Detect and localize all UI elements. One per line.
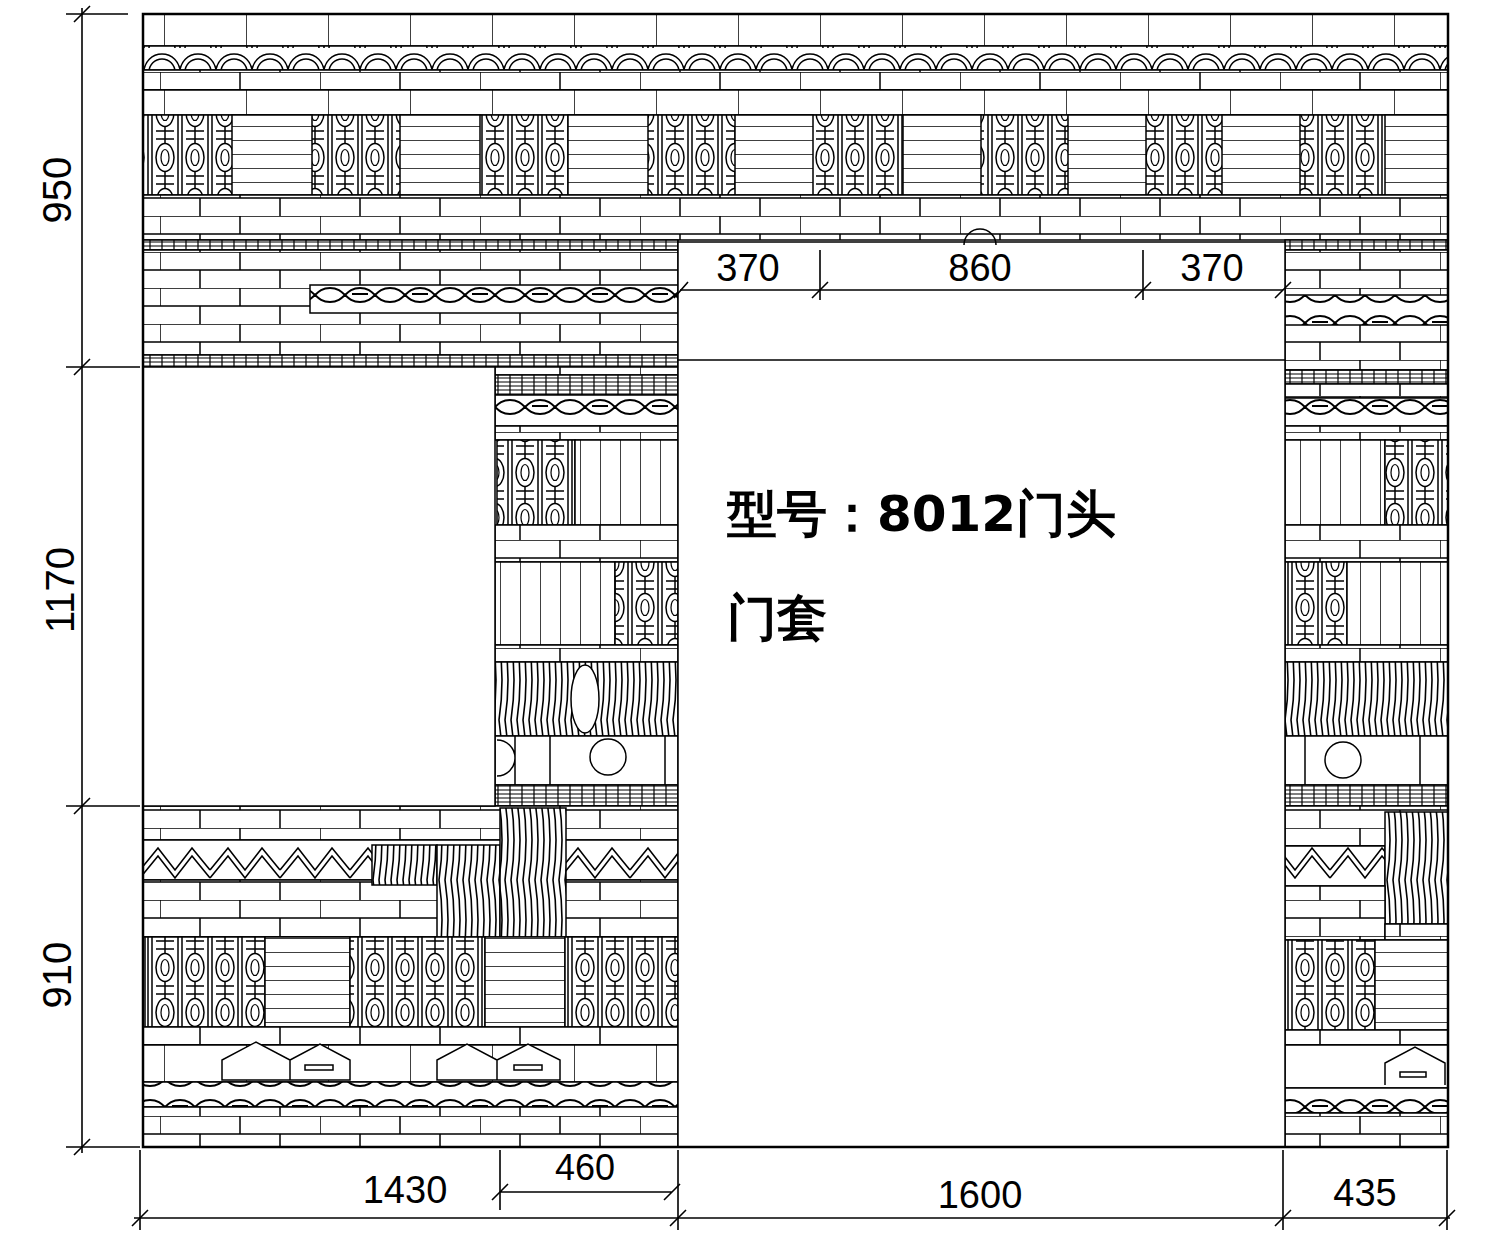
dimension-label: 460 [552,1150,618,1186]
brick-ornament [143,14,1448,1147]
dimension-label: 435 [1330,1174,1399,1212]
dimension-label: 370 [1177,249,1246,287]
dimension-label: 1430 [360,1171,451,1209]
dimension-label: 860 [945,249,1014,287]
dimension-label: 1600 [935,1176,1026,1214]
dimension-label: 1170 [40,544,80,636]
dimension-label: 950 [37,154,77,227]
dimension-lines [66,6,1455,1230]
dimension-label: 910 [37,939,77,1012]
dimension-label: 370 [713,249,782,287]
model-note: 型号：8012门头 门套 [727,462,1157,670]
